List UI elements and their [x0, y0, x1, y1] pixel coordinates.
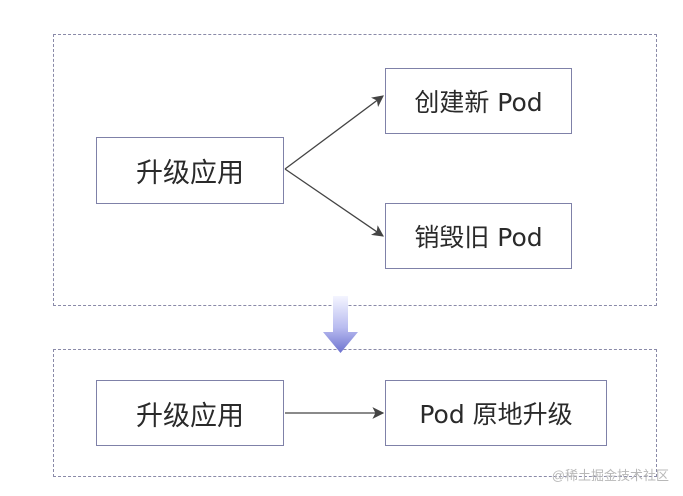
node-pod-inplace-upgrade-label: Pod 原地升级 — [419, 400, 573, 429]
node-upgrade-app-bottom: 升级应用 — [96, 380, 284, 446]
node-destroy-old-pod: 销毁旧 Pod — [385, 203, 572, 269]
node-upgrade-app-top: 升级应用 — [96, 137, 284, 204]
node-create-new-pod-label: 创建新 Pod — [414, 88, 543, 117]
watermark: @稀土掘金技术社区 — [551, 468, 669, 483]
node-create-new-pod: 创建新 Pod — [385, 68, 572, 134]
node-upgrade-app-top-label: 升级应用 — [136, 158, 244, 189]
node-destroy-old-pod-label: 销毁旧 Pod — [414, 223, 543, 252]
node-upgrade-app-bottom-label: 升级应用 — [136, 400, 244, 432]
node-pod-inplace-upgrade: Pod 原地升级 — [385, 380, 607, 446]
